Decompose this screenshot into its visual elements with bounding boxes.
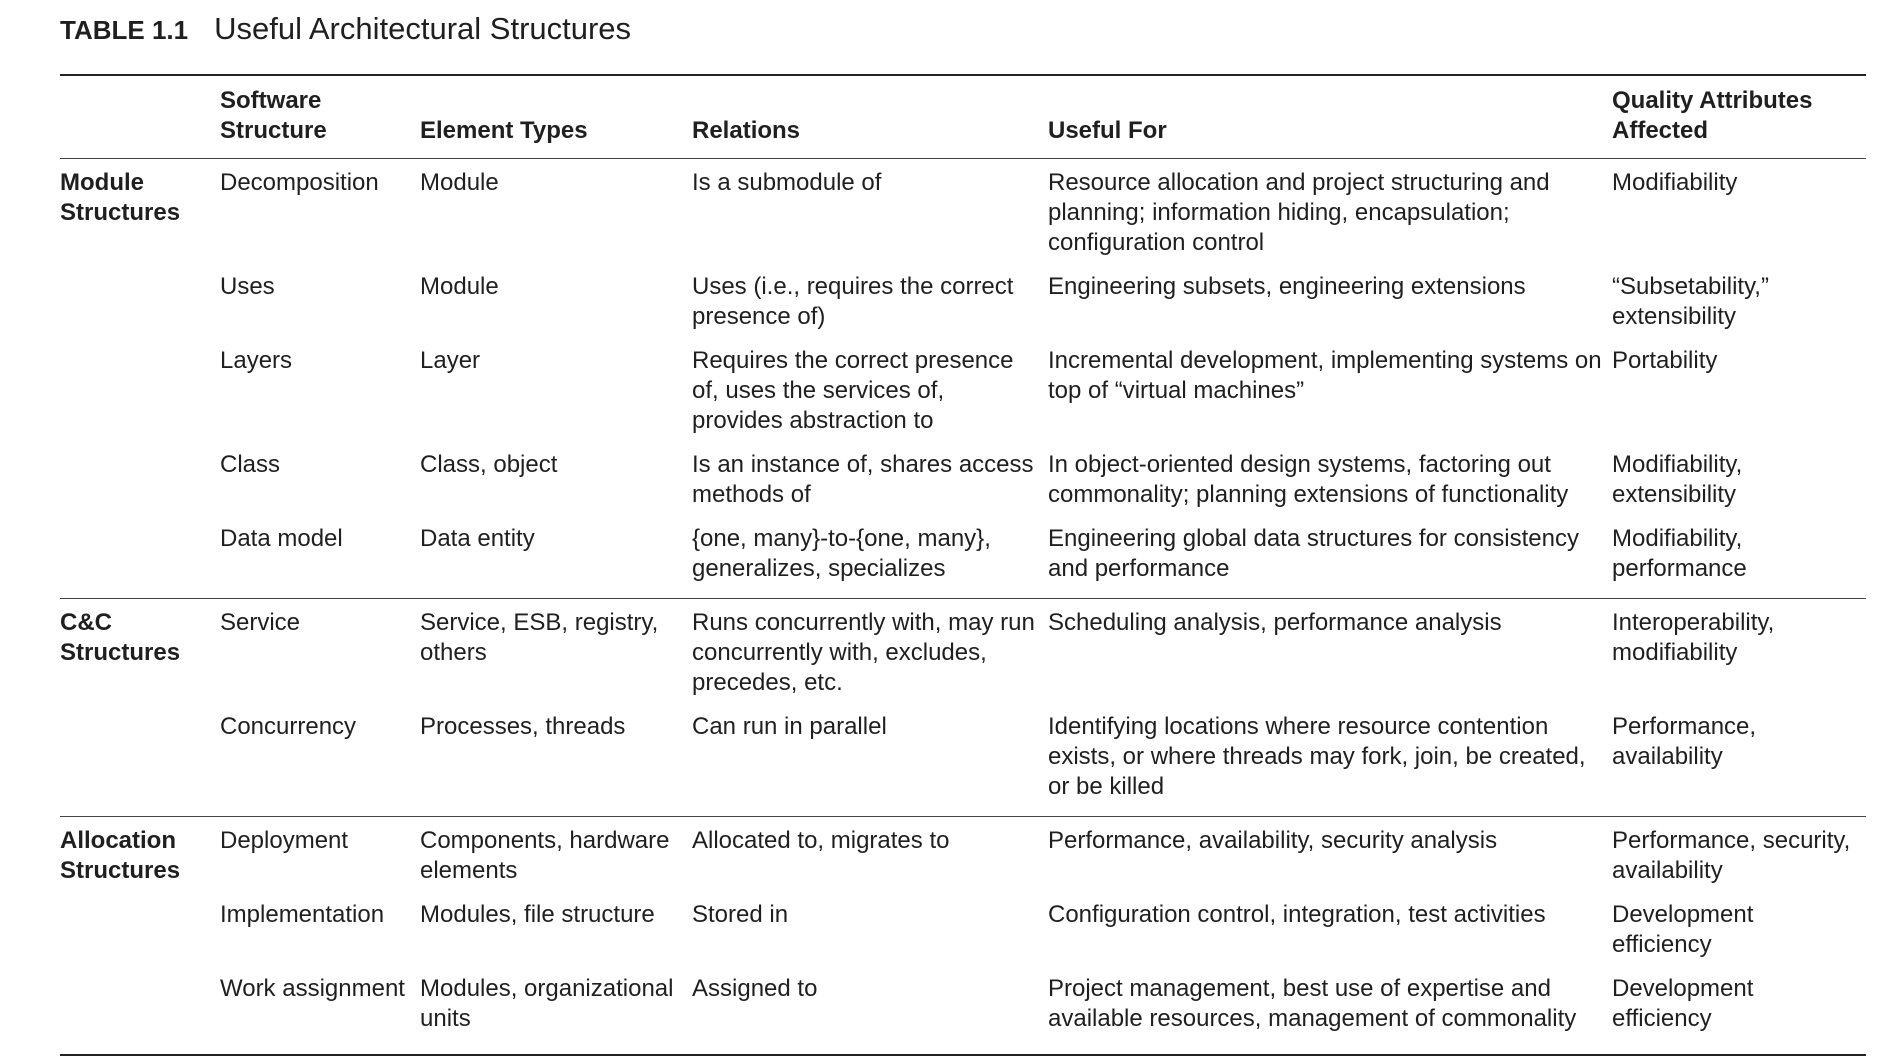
cell-relations: Can run in parallel [692,713,887,740]
cell-quality-attributes: Modifiability, performance [1612,525,1747,582]
cell-group-label [60,712,220,817]
cell-relations: Allocated to, migrates to [692,816,1048,900]
cell-group-label: Module Structures [60,158,220,272]
header-group [60,74,220,159]
cell-group-label [60,974,220,1056]
header-quality-attributes: Quality Attributes Affected [1612,74,1866,159]
cell-group-label [60,900,220,974]
cell-software-structure: Implementation [220,901,385,928]
cell-element-types: Module [420,273,499,300]
cell-quality-attributes: Development efficiency [1612,974,1866,1056]
cell-software-structure: Work assignment [220,974,420,1056]
cell-useful-for: Resource allocation and project structur… [1048,158,1612,272]
cell-quality-attributes: Interoperability, modifiability [1612,598,1866,712]
cell-useful-for: Project management, best use of expertis… [1048,974,1612,1056]
table-row: Data model Data entity {one, many}-to-{one… [60,524,1866,599]
cell-useful-for: Identifying locations where resource con… [1048,713,1586,800]
cell-quality-attributes: Development efficiency [1612,901,1754,958]
cell-relations: Assigned to [692,974,1048,1056]
table-row: Concurrency Processes, threads Can run in … [60,712,1866,817]
cell-software-structure: Uses [220,273,275,300]
cell-quality-attributes: Performance, availability [1612,713,1757,770]
table-header-row: Software Structure Element Types Relatio… [60,74,1866,159]
header-useful-for: Useful For [1048,74,1612,159]
table-row: Uses Module Uses (i.e., requires the corre… [60,272,1866,346]
table-title: Useful Architectural Structures [214,11,632,46]
cell-element-types: Layer [420,347,481,374]
cell-software-structure: Layers [220,347,293,374]
cell-element-types: Data entity [420,525,535,552]
cell-useful-for: Engineering subsets, engineering extensi… [1048,273,1526,300]
cell-quality-attributes: Modifiability, extensibility [1612,451,1743,508]
cell-element-types: Processes, threads [420,713,626,740]
cell-group-label: Allocation Structures [60,816,220,900]
cell-element-types: Components, hardware elements [420,816,692,900]
cell-software-structure: Service [220,598,420,712]
cell-group-label: C&C Structures [60,598,220,712]
header-element-types: Element Types [420,74,692,159]
cell-element-types: Modules, organizational units [420,974,692,1056]
cell-quality-attributes: “Subsetability,” extensibility [1612,273,1769,330]
cell-software-structure: Data model [220,525,343,552]
cell-relations: Requires the correct presence of, uses t… [692,347,1014,434]
cell-software-structure: Deployment [220,816,420,900]
cell-relations: Stored in [692,901,789,928]
cell-relations: Is a submodule of [692,158,1048,272]
cell-useful-for: Performance, availability, security anal… [1048,816,1612,900]
table-row: Layers Layer Requires the correct presence… [60,346,1866,450]
cell-relations: {one, many}-to-{one, many}, generalizes,… [692,525,991,582]
cell-group-label [60,524,220,599]
cell-element-types: Class, object [420,451,558,478]
cell-quality-attributes: Portability [1612,347,1718,374]
table-row: Class Class, object Is an instance of, sha… [60,450,1866,524]
cell-element-types: Service, ESB, registry, others [420,598,692,712]
cell-group-label [60,450,220,524]
table-caption: TABLE 1.1 Useful Architectural Structures [60,10,631,54]
cell-useful-for: Configuration control, integration, test… [1048,901,1546,928]
architectural-structures-table: Software Structure Element Types Relatio… [60,74,1866,1056]
header-software-structure: Software Structure [220,74,420,159]
cell-useful-for: Incremental development, implementing sy… [1048,347,1602,404]
cell-useful-for: In object-oriented design systems, facto… [1048,451,1569,508]
table-number: TABLE 1.1 [60,15,189,45]
cell-relations: Uses (i.e., requires the correct presenc… [692,273,1014,330]
cell-software-structure: Concurrency [220,713,357,740]
cell-group-label [60,272,220,346]
table-row: Implementation Modules, file structure Sto… [60,900,1866,974]
cell-software-structure: Class [220,451,281,478]
cell-quality-attributes: Performance, security, availability [1612,816,1866,900]
cell-useful-for: Engineering global data structures for c… [1048,525,1579,582]
header-relations: Relations [692,74,1048,159]
cell-software-structure: Decomposition [220,158,420,272]
cell-relations: Is an instance of, shares access methods… [692,451,1034,508]
cell-useful-for: Scheduling analysis, performance analysi… [1048,598,1612,712]
cell-quality-attributes: Modifiability [1612,158,1866,272]
cell-element-types: Module [420,158,692,272]
cell-element-types: Modules, file structure [420,901,655,928]
cell-relations: Runs concurrently with, may run concurre… [692,598,1048,712]
cell-group-label [60,346,220,450]
